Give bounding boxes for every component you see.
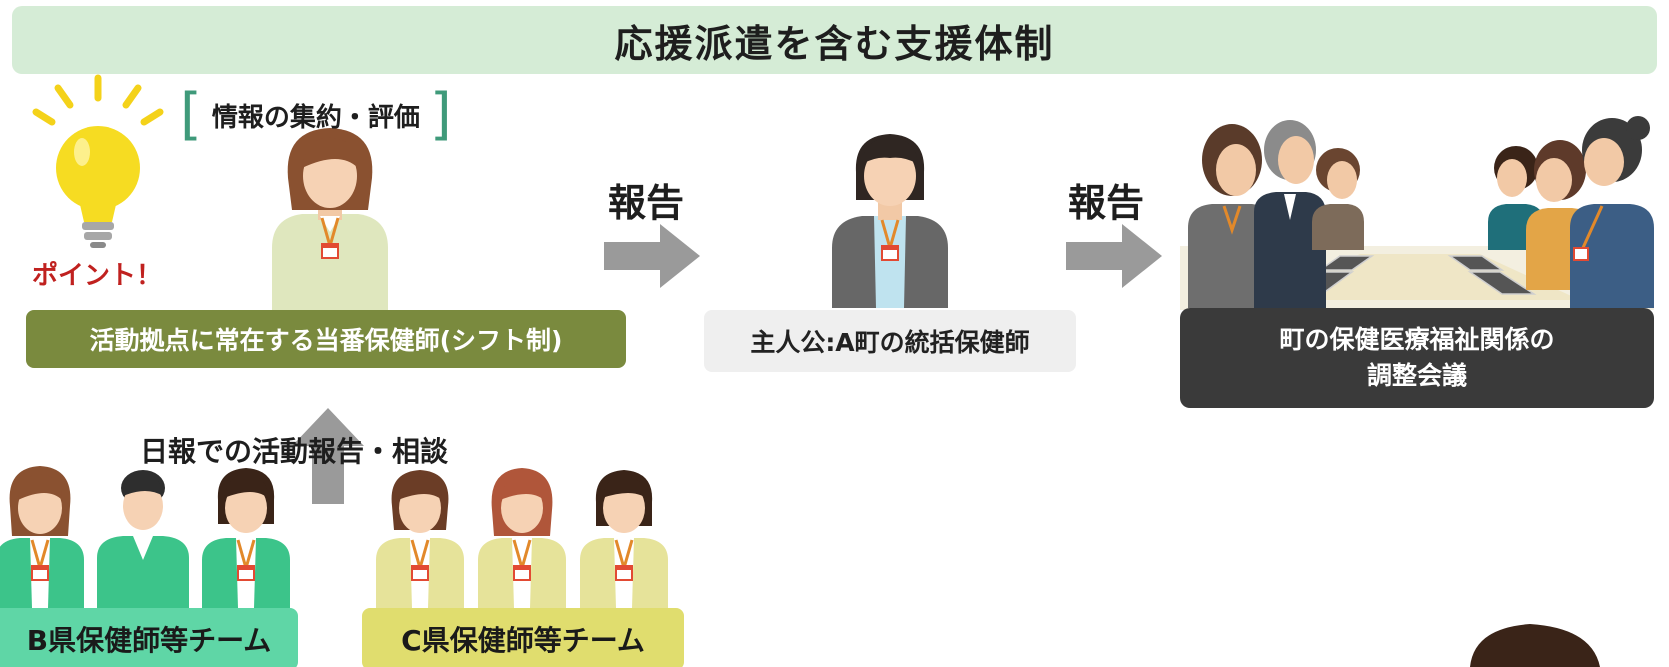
lightbulb-icon bbox=[32, 74, 164, 248]
person-icon bbox=[832, 134, 948, 308]
team-b-label: B県保健師等チーム bbox=[0, 608, 298, 667]
left-bracket: [ bbox=[180, 82, 202, 147]
up-arrow-icon bbox=[292, 408, 364, 504]
meeting-illustration bbox=[1180, 116, 1654, 310]
info-aggregation-label: [ 情報の集約・評価 ] bbox=[180, 84, 452, 146]
info-aggregation-text: 情報の集約・評価 bbox=[211, 102, 420, 133]
team-c-members bbox=[376, 468, 668, 608]
person-icon bbox=[1470, 624, 1600, 667]
report-label-2: 報告 bbox=[1068, 181, 1145, 225]
daily-report-label: 日報での活動報告・相談 bbox=[140, 435, 449, 468]
team-c-label: C県保健師等チーム bbox=[362, 608, 684, 667]
point-label: ポイント！ bbox=[32, 261, 163, 291]
right-arrow-icon bbox=[604, 224, 700, 288]
diagram-title: 応援派遣を含む支援体制 bbox=[12, 6, 1657, 74]
person-icon bbox=[272, 128, 388, 310]
meeting-label: 町の保健医療福祉関係の 調整会議 bbox=[1180, 308, 1654, 408]
right-arrow-icon bbox=[1066, 224, 1162, 288]
meeting-label-line1: 町の保健医療福祉関係の bbox=[1279, 324, 1555, 354]
hero-label: 主人公:A町の統括保健師 bbox=[704, 310, 1076, 372]
report-label-1: 報告 bbox=[608, 181, 685, 225]
team-b-members bbox=[0, 466, 290, 608]
meeting-label-line2: 調整会議 bbox=[1366, 361, 1467, 390]
shift-nurse-label: 活動拠点に常在する当番保健師(シフト制) bbox=[26, 310, 626, 368]
right-bracket: ] bbox=[429, 82, 452, 147]
